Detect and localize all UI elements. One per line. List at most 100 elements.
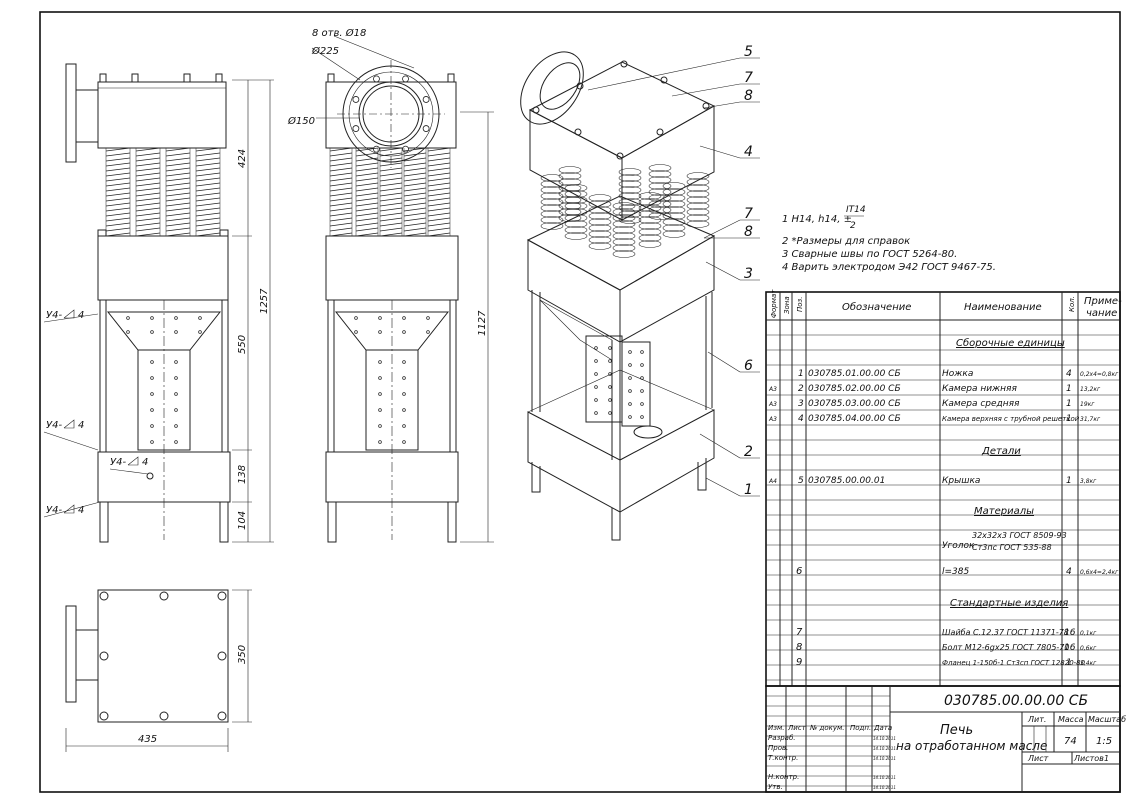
std-cell-note: 0,1кг	[1080, 630, 1097, 637]
material-label: Уголок	[942, 541, 975, 551]
side-view	[311, 35, 494, 543]
callout-1: 1	[744, 482, 753, 498]
spec-hdr-name: Наименование	[964, 302, 1042, 313]
spec-hdr-designation: Обозначение	[842, 301, 911, 313]
spec-row: А3 4 030785.04.00.00 СБ Камера верхняя с…	[768, 414, 1101, 424]
title-line2: на отработанном масле	[896, 739, 1047, 753]
callout-7-top: 7	[744, 70, 753, 86]
spec-cell-name: Камера верхняя с трубной решеткой	[942, 415, 1080, 423]
tb-list: Лист	[787, 724, 807, 732]
std-cell-note: 3,4кг	[1080, 660, 1097, 667]
spec-cell-format: А3	[768, 386, 777, 393]
tb-date: Дата	[873, 724, 892, 732]
tb-date-3: 14.10.2011	[873, 756, 896, 761]
callout-5: 5	[744, 44, 753, 60]
callout-8-top: 8	[744, 88, 753, 104]
weld-leg-4: 4	[142, 457, 148, 468]
spec-section-assemblies: Сборочные единицы	[956, 337, 1065, 349]
isometric-view	[520, 51, 760, 541]
spec-cell-pos: 2	[798, 384, 804, 394]
note-2: 2 *Размеры для справок	[782, 236, 910, 247]
standard-row: 8 Болт М12-6gх25 ГОСТ 7805-70 16 0,6кг	[796, 642, 1097, 653]
spec-cell-pos: 5	[798, 476, 804, 486]
spec-section-materials: Материалы	[974, 506, 1034, 517]
note-4: 4 Варить электродом Э42 ГОСТ 9467-75.	[782, 262, 996, 273]
dim-holes: 8 отв. Ø18	[312, 27, 366, 39]
spec-cell-format: А4	[768, 478, 777, 485]
weld-label-2: У4-	[46, 420, 62, 431]
spec-cell-note: 31,7кг	[1080, 416, 1101, 423]
spec-hdr-pos: Поз.	[796, 297, 804, 313]
standard-row: 9 Фланец 1-150б-1 Ст3сп ГОСТ 12820-80 1 …	[796, 657, 1097, 668]
title-line1: Печь	[940, 723, 973, 738]
tb-podp: Подп.	[850, 724, 871, 732]
tb-utv: Утв.	[768, 783, 783, 791]
spec-row: А3 2 030785.02.00.00 СБ Камера нижняя 1 …	[768, 384, 1101, 394]
spec-cell-qty: 1	[1066, 399, 1072, 409]
std-cell-name: Болт М12-6gх25 ГОСТ 7805-70	[942, 643, 1070, 652]
tb-date-4: 14.10.2011	[873, 775, 896, 780]
tb-scale: Масштаб	[1088, 715, 1126, 724]
dim-1257: 1257	[259, 288, 270, 314]
std-cell-pos: 7	[796, 627, 803, 638]
material-pos: 6	[796, 566, 802, 577]
material-qty: 4	[1066, 567, 1072, 577]
tb-date-2: 14.10.2011	[873, 746, 896, 751]
spec-cell-designation: 030785.04.00.00 СБ	[808, 414, 901, 424]
spec-hdr-note1: Приме-	[1084, 296, 1122, 307]
spec-cell-note: 0,2х4=0,8кг	[1080, 371, 1119, 378]
weld-leg-2: 4	[78, 420, 84, 431]
std-cell-qty: 16	[1064, 628, 1076, 638]
dim-550: 550	[237, 335, 248, 354]
dim-350: 350	[237, 645, 248, 664]
dim-424: 424	[237, 149, 248, 168]
tb-ndoc: № докум.	[809, 724, 845, 732]
std-cell-pos: 9	[796, 657, 802, 668]
weld-label-1: У4-	[46, 310, 62, 321]
tb-scale-value: 1:5	[1096, 736, 1112, 747]
tb-tkontr: Т.контр.	[768, 754, 798, 762]
weld-leg-1: 4	[78, 310, 84, 321]
spec-hdr-format: Формат	[770, 289, 778, 318]
weld-triangle-icons	[63, 309, 139, 514]
spec-section-details: Детали	[981, 446, 1021, 457]
spec-cell-pos: 3	[798, 399, 804, 409]
tb-izm: Изм.	[768, 724, 784, 732]
front-view	[43, 63, 274, 543]
weld-label-3: У4-	[46, 505, 62, 516]
spec-cell-name: Крышка	[942, 476, 980, 486]
spec-row: А3 3 030785.03.00.00 СБ Камера средняя 1…	[768, 399, 1095, 409]
dim-225: Ø225	[311, 45, 339, 57]
callout-8-mid: 8	[744, 224, 753, 240]
std-cell-name: Шайба С.12.37 ГОСТ 11371-78	[942, 628, 1069, 637]
dim-138: 138	[237, 465, 248, 484]
spec-cell-pos: 4	[798, 414, 804, 424]
material-line2: Ст3пс ГОСТ 535-88	[972, 543, 1052, 552]
note-1-frac-bot: 2	[850, 221, 856, 231]
note-1-frac-top: IT14	[846, 205, 866, 215]
spec-cell-name: Ножка	[942, 369, 973, 379]
spec-cell-name: Камера нижняя	[942, 384, 1017, 394]
title-block	[765, 685, 1121, 793]
tb-razrab: Разраб.	[768, 734, 796, 742]
callout-3: 3	[744, 266, 753, 282]
material-name: l=385	[942, 567, 969, 577]
std-cell-note: 0,6кг	[1080, 645, 1097, 652]
tb-sheets: Листов	[1073, 754, 1104, 763]
tb-date-5: 14.10.2011	[873, 785, 896, 790]
spec-cell-designation: 030785.00.00.01	[808, 476, 885, 486]
spec-cell-qty: 1	[1066, 414, 1072, 424]
dim-435: 435	[138, 734, 157, 745]
standard-row: 7 Шайба С.12.37 ГОСТ 11371-78 16 0,1кг	[796, 627, 1097, 638]
spec-table	[765, 291, 1121, 687]
spec-cell-pos: 1	[798, 369, 804, 379]
spec-hdr-qty: Кол.	[1068, 296, 1076, 312]
tb-date-1: 14.10.2011	[873, 736, 896, 741]
material-line1: 32х32х3 ГОСТ 8509-93	[972, 531, 1067, 540]
tb-prov: Пров.	[768, 744, 788, 752]
spec-cell-note: 13,2кг	[1080, 386, 1101, 393]
std-cell-name: Фланец 1-150б-1 Ст3сп ГОСТ 12820-80	[942, 659, 1086, 667]
tb-mass: Масса	[1058, 715, 1084, 724]
spec-section-standard: Стандартные изделия	[950, 598, 1068, 609]
